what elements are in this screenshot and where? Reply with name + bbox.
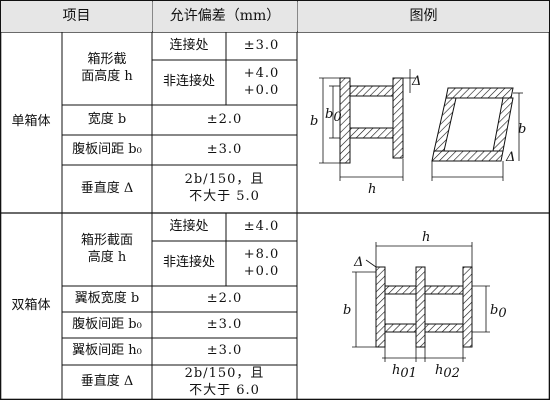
single-box-figure: b b0 h Δ b Δ <box>310 69 526 197</box>
single-box-front-section <box>339 77 404 164</box>
double-flange-spacing-value: ±3.0 <box>206 343 243 359</box>
header-item: 项目 <box>1 1 152 32</box>
dim-delta-label: Δ <box>411 74 421 89</box>
single-dimension-lines <box>319 69 416 181</box>
single-web-spacing-label: 腹板间距 b₀ <box>72 141 142 157</box>
double-box-figure: h b b0 Δ h01 h02 <box>343 230 507 381</box>
single-width-value: ±2.0 <box>206 111 243 127</box>
header-figure: 图例 <box>298 1 549 32</box>
single-web-spacing-value: ±3.0 <box>206 141 243 157</box>
double-joint-value: ±4.0 <box>243 218 280 234</box>
single-width-label: 宽度 b <box>87 111 127 127</box>
double-verticality-label: 垂直度 Δ <box>80 374 134 390</box>
single-box-skewed-section <box>431 87 514 162</box>
double-delta-label: Δ <box>353 255 363 270</box>
double-web-spacing-label: 腹板间距 b₀ <box>72 316 142 332</box>
single-verticality-label: 垂直度 Δ <box>80 180 134 196</box>
dim-h02-label: h02 <box>435 363 460 381</box>
group-single-box: 单箱体 <box>11 114 51 130</box>
double-non-joint-label: 非连接处 <box>162 255 215 271</box>
single-joint-label: 连接处 <box>169 37 209 53</box>
dim-b-label: b <box>310 114 318 129</box>
single-non-joint-value: +4.0 +0.0 <box>243 65 280 98</box>
double-height-label: 箱形截面 高度 h <box>80 232 133 265</box>
double-verticality-value: 2b/150，且 不大于 6.0 <box>184 365 265 398</box>
double-dim-h-label: h <box>422 230 430 245</box>
double-box-section <box>375 266 473 348</box>
double-flange-width-value: ±2.0 <box>206 290 243 306</box>
dim-h-label: h <box>368 182 376 197</box>
double-flange-width-label: 翼板宽度 b <box>74 290 140 306</box>
double-dimension-lines <box>352 242 490 362</box>
double-flange-spacing-label: 翼板间距 h₀ <box>72 343 142 359</box>
skew-delta-label: Δ <box>505 150 515 165</box>
single-height-label: 箱形截 面高度 h <box>81 51 133 84</box>
double-joint-label: 连接处 <box>169 218 209 234</box>
single-verticality-value: 2b/150，且 不大于 5.0 <box>184 172 265 204</box>
single-non-joint-label: 非连接处 <box>162 74 215 90</box>
double-dim-b0-label: b0 <box>490 303 507 321</box>
single-joint-value: ±3.0 <box>243 37 280 53</box>
group-double-box: 双箱体 <box>11 298 51 314</box>
double-dim-b-label: b <box>343 303 351 318</box>
header-tolerance: 允许偏差（mm） <box>153 1 297 32</box>
double-web-spacing-value: ±3.0 <box>206 316 243 332</box>
double-non-joint-value: +8.0 +0.0 <box>243 246 280 279</box>
dim-h01-label: h01 <box>392 363 417 381</box>
dim-b0-label: b0 <box>325 107 342 125</box>
skew-dim-b-label: b <box>518 122 526 137</box>
